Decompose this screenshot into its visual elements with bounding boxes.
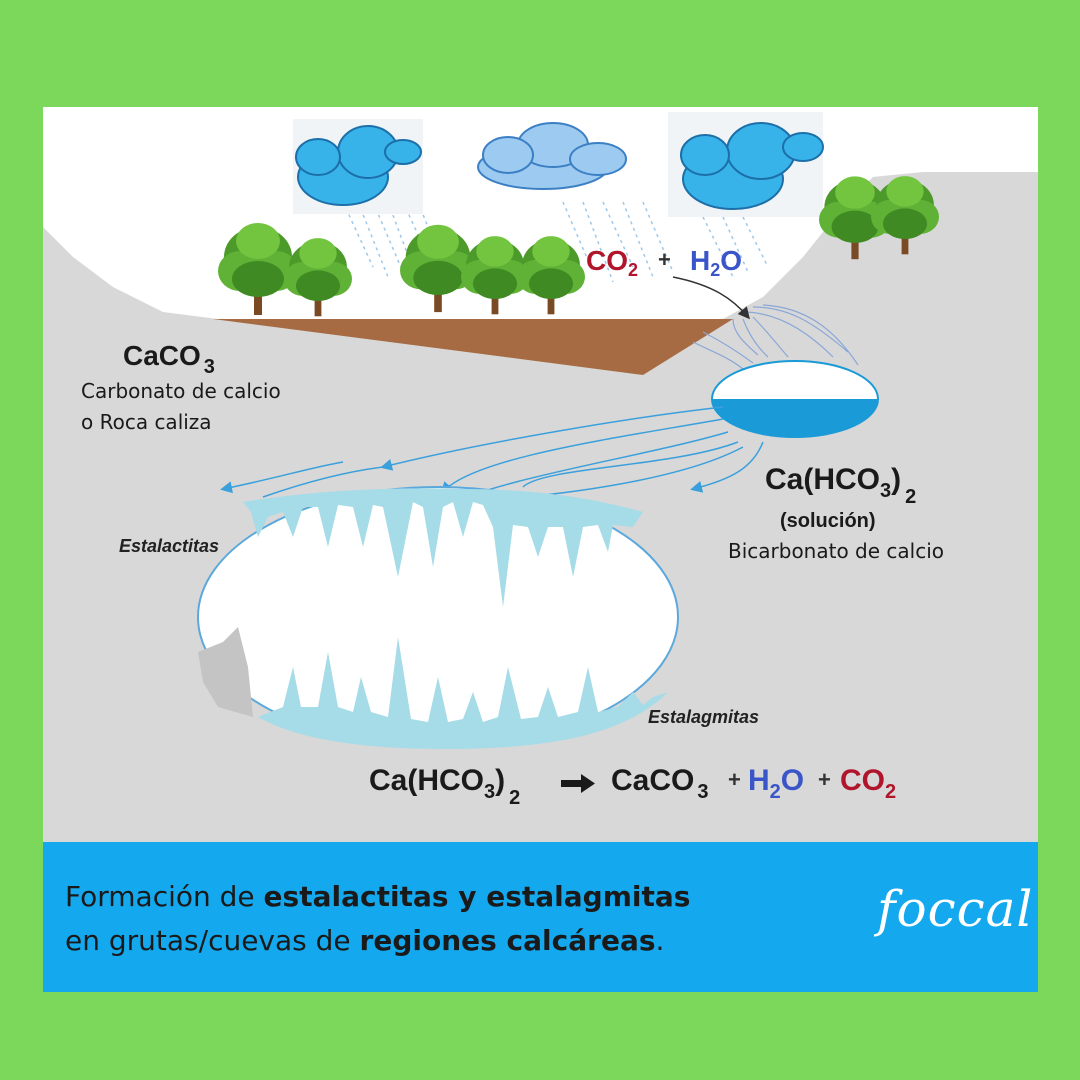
infiltration-arrow bbox=[672, 276, 750, 320]
carbonato-label-2: o Roca caliza bbox=[81, 410, 212, 434]
foccal-logo: foccal bbox=[877, 880, 1034, 938]
stalactites-shape bbox=[243, 488, 643, 607]
top-co2: CO2 bbox=[586, 245, 638, 280]
cloud-icon-left bbox=[293, 119, 423, 214]
caption-bar: Formación de estalactitas y estalagmitas… bbox=[43, 842, 1038, 992]
cloud-icon-right bbox=[668, 112, 824, 217]
stalagmites-shape bbox=[258, 637, 668, 749]
seepage-lines bbox=[692, 304, 859, 370]
tree-icon bbox=[218, 223, 298, 315]
equation-h2o: H2O bbox=[748, 764, 804, 803]
equation-co2: CO2 bbox=[840, 764, 896, 803]
equation-reactant: Ca(HCO3)2 bbox=[369, 764, 520, 809]
estalagmitas-label: Estalagmitas bbox=[648, 707, 759, 727]
equation-plus-2: + bbox=[818, 767, 831, 792]
tree-icon bbox=[517, 236, 585, 315]
top-plus: + bbox=[658, 247, 671, 272]
bicarbonato-label: Bicarbonato de calcio bbox=[728, 539, 944, 563]
carbonato-label-1: Carbonato de calcio bbox=[81, 379, 281, 403]
soil-layer bbox=[213, 319, 733, 375]
bicarb-formula: Ca(HCO3)2 bbox=[765, 463, 916, 508]
tree-icon bbox=[400, 224, 476, 313]
reaction-arrow-icon bbox=[561, 774, 595, 793]
water-chamber bbox=[711, 360, 879, 438]
cave bbox=[197, 486, 679, 749]
top-h2o: H2O bbox=[690, 245, 742, 280]
tree-icon bbox=[871, 176, 939, 255]
rain-streaks bbox=[342, 201, 769, 283]
trees bbox=[218, 176, 939, 317]
cloud-icon-center bbox=[477, 122, 627, 190]
solucion-label: (solución) bbox=[780, 510, 876, 532]
caption-line-2: en grutas/cuevas de regiones calcáreas. bbox=[65, 924, 665, 957]
estalactitas-label: Estalactitas bbox=[119, 536, 219, 556]
equation-plus-1: + bbox=[728, 767, 741, 792]
tree-icon bbox=[284, 238, 352, 317]
caption-line-1: Formación de estalactitas y estalagmitas bbox=[65, 880, 691, 913]
